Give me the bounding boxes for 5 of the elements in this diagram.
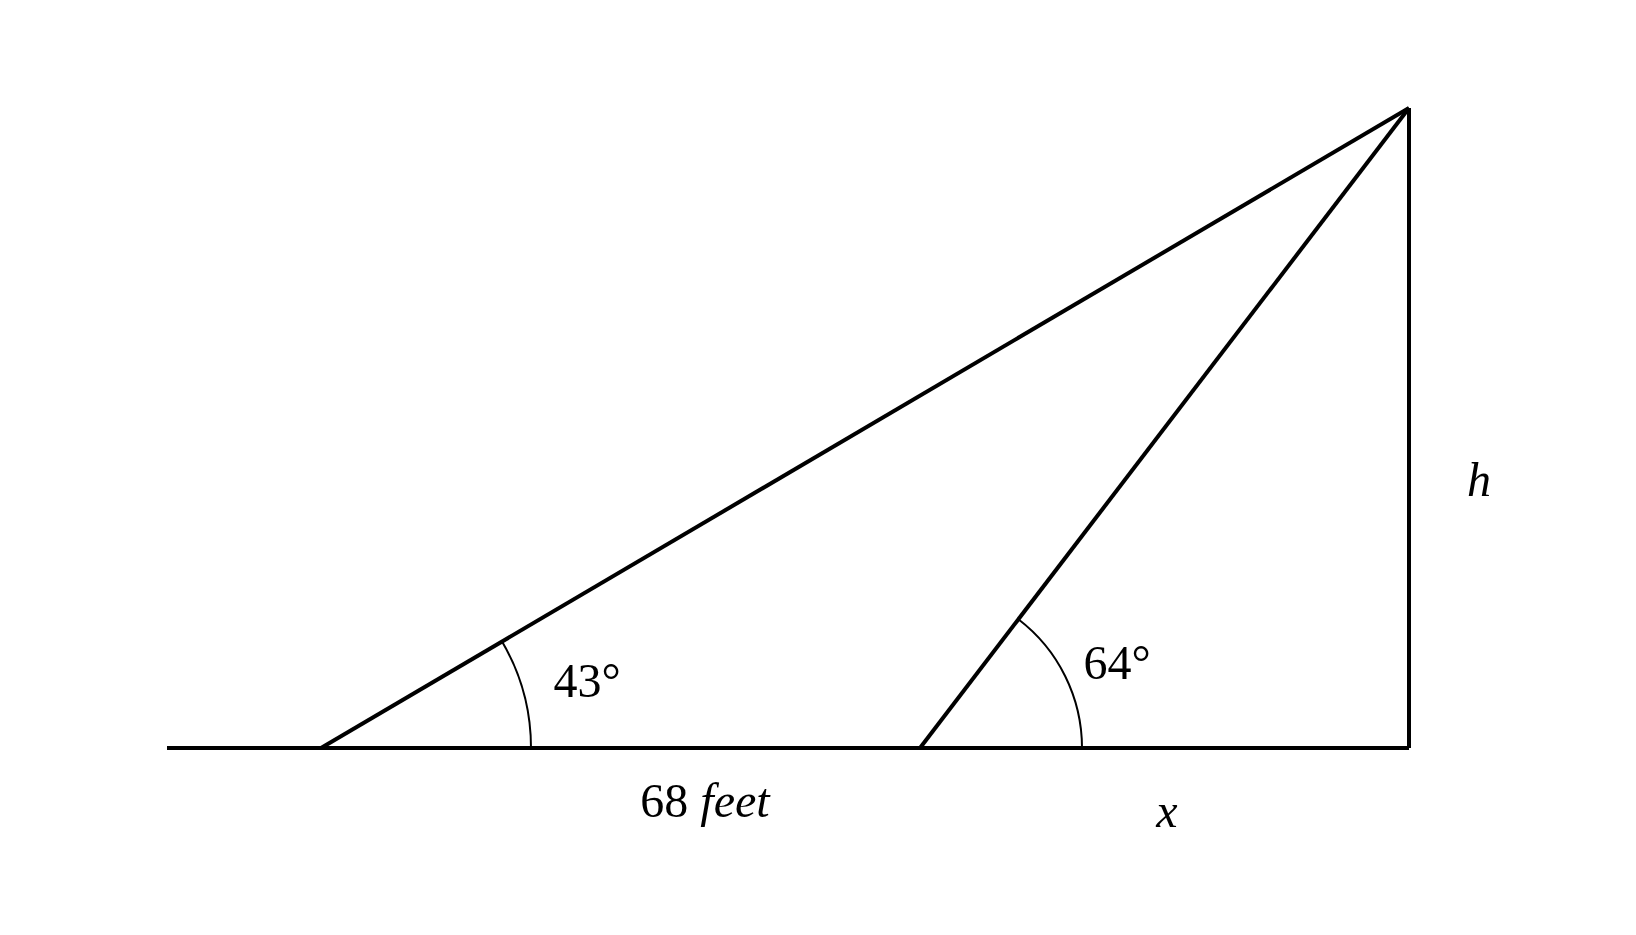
angle-label: 43° [553, 657, 621, 705]
side-label: x [1156, 787, 1178, 835]
side-label: h [1467, 456, 1491, 504]
angle-label: 64° [1083, 639, 1151, 687]
dimension-label: 68 feet [640, 777, 770, 825]
